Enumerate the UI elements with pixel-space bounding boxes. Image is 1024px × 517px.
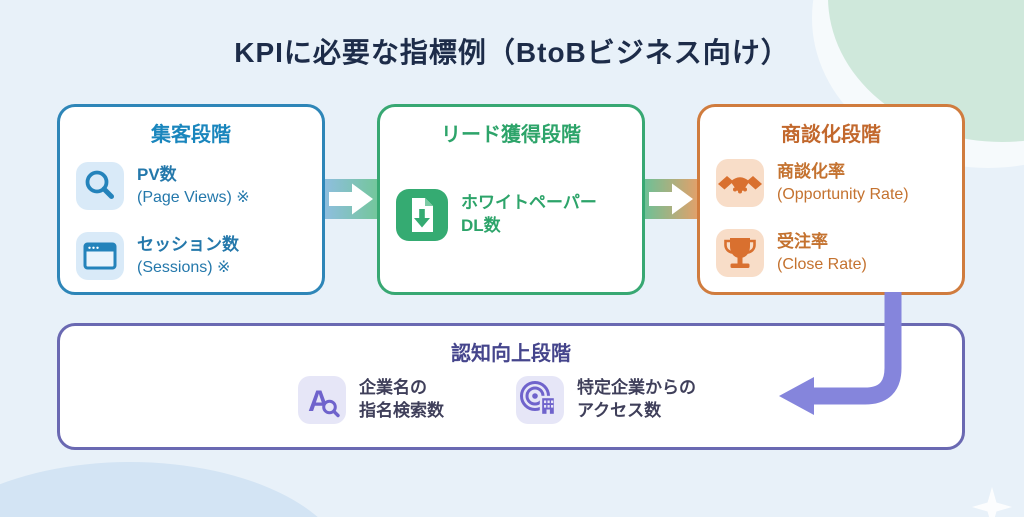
handshake-icon bbox=[716, 159, 764, 207]
trophy-icon bbox=[716, 229, 764, 277]
metric-label-line1: 商談化率 bbox=[777, 161, 845, 181]
metric-label-line2: (Opportunity Rate) bbox=[777, 185, 909, 203]
stage-lead-title: リード獲得段階 bbox=[441, 124, 581, 146]
stage-awareness-title: 認知向上段階 bbox=[451, 343, 571, 365]
stage-opportunity-box: 商談化段階 商談化率 (Opportunity Rate) bbox=[697, 104, 965, 295]
arrow-right-icon bbox=[329, 183, 373, 215]
metric-label-line1: 受注率 bbox=[777, 231, 828, 251]
search-icon bbox=[76, 162, 124, 210]
stage-awareness-box: 認知向上段階 A 企業名の 指名検索数 bbox=[57, 323, 965, 450]
metric-label-line2: DL数 bbox=[461, 216, 501, 235]
company-access-icon bbox=[516, 376, 564, 424]
metric-item-company-access: 特定企業からの アクセス数 bbox=[516, 376, 696, 424]
document-download-icon bbox=[396, 189, 448, 241]
arrow-right-icon bbox=[649, 183, 693, 215]
metric-item-branded-search: A 企業名の 指名検索数 bbox=[298, 376, 444, 424]
decor-blue-blob bbox=[0, 462, 350, 517]
metric-item-opportunity-rate: 商談化率 (Opportunity Rate) bbox=[716, 159, 909, 207]
metric-label-line2: (Sessions) ※ bbox=[137, 258, 231, 276]
metric-label-line1: ホワイトペーパー bbox=[461, 193, 597, 213]
flow-arrow-attraction-to-lead bbox=[325, 179, 377, 219]
metric-label-line1: 特定企業からの bbox=[577, 378, 696, 398]
flow-arrow-lead-to-opportunity bbox=[645, 179, 697, 219]
metric-item-close-rate: 受注率 (Close Rate) bbox=[716, 229, 867, 277]
metric-label-line2: (Close Rate) bbox=[777, 255, 867, 273]
stage-opportunity-title: 商談化段階 bbox=[781, 124, 881, 146]
metric-label-line1: セッション数 bbox=[137, 234, 239, 254]
branded-search-icon: A bbox=[298, 376, 346, 424]
metric-item-sessions: セッション数 (Sessions) ※ bbox=[76, 232, 239, 280]
stage-lead-box: リード獲得段階 ホワイトペーパー DL数 bbox=[377, 104, 645, 295]
metric-label-line1: 企業名の bbox=[359, 378, 427, 398]
page-title: KPIに必要な指標例（BtoBビジネス向け） bbox=[234, 37, 790, 68]
metric-label-line2: 指名検索数 bbox=[359, 401, 444, 420]
metric-item-whitepaper-dl: ホワイトペーパー DL数 bbox=[396, 189, 597, 241]
sparkle-icon bbox=[972, 487, 1012, 517]
metric-label-line2: アクセス数 bbox=[577, 401, 662, 420]
metric-label-line2: (Page Views) ※ bbox=[137, 188, 250, 206]
stage-attraction-box: 集客段階 PV数 (Page Views) ※ bbox=[57, 104, 325, 295]
stage-attraction-title: 集客段階 bbox=[151, 124, 231, 146]
browser-window-icon bbox=[76, 232, 124, 280]
metric-item-pv: PV数 (Page Views) ※ bbox=[76, 162, 250, 210]
metric-label-line1: PV数 bbox=[137, 164, 177, 184]
